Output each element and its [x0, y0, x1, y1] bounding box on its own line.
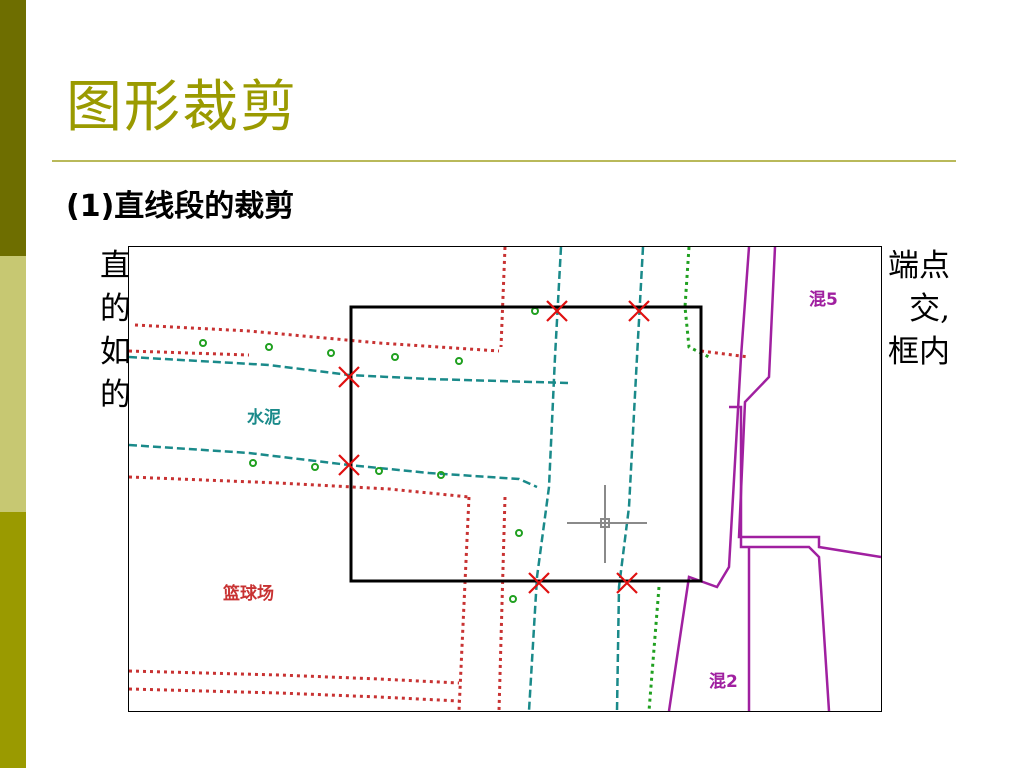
red-line-top-2	[129, 349, 250, 357]
green-line-1	[683, 247, 710, 359]
red-boundary-lines	[129, 247, 750, 711]
red-line-vertical-c	[497, 496, 507, 711]
purple-building-2	[737, 247, 881, 559]
teal-road-vertical-2	[615, 247, 645, 711]
tree-icon	[437, 471, 445, 479]
red-line-top	[134, 323, 500, 353]
body-fragment: 的	[100, 291, 131, 327]
tree-icon	[311, 463, 319, 471]
tree-icon	[509, 595, 517, 603]
tree-icon	[199, 339, 207, 347]
red-line-vertical-a	[499, 247, 507, 348]
map-label-cement: 水泥	[247, 407, 281, 428]
tree-icon	[531, 307, 539, 315]
tree-icon	[375, 467, 383, 475]
green-line-2	[647, 586, 661, 711]
tree-icon	[391, 353, 399, 361]
intersection-mark-left-2-icon	[338, 454, 360, 476]
crosshair-cursor-icon	[567, 485, 647, 563]
tree-icon	[455, 357, 463, 365]
sidebar-band-bottom	[0, 512, 26, 768]
intersection-mark-left-1-icon	[338, 366, 360, 388]
tree-icon	[515, 529, 523, 537]
clip-window	[349, 305, 703, 583]
intersection-mark-top-1-icon	[546, 300, 568, 322]
sidebar-band-middle	[0, 256, 26, 512]
body-fragment: 直	[100, 248, 131, 284]
map-label-basketball-court: 篮球场	[222, 583, 274, 604]
tree-icon	[249, 459, 257, 467]
tree-icon	[265, 343, 273, 351]
slide-title: 图形裁剪	[66, 75, 298, 140]
body-paragraph: 直 端点 的 交, 如 框内 的	[100, 245, 950, 417]
body-line-1: 直 端点	[100, 245, 950, 288]
teal-road-vertical-1	[527, 247, 563, 711]
red-line-right	[700, 349, 750, 359]
teal-road-upper	[129, 355, 570, 385]
intersection-mark-bottom-1-icon	[528, 572, 550, 594]
teal-road-lines	[129, 247, 645, 711]
body-fragment: 端点	[888, 248, 950, 284]
red-line-vertical-b	[457, 496, 471, 711]
teal-road-lower	[129, 443, 538, 489]
body-line-3: 如 框内	[100, 331, 950, 374]
map-label-mix5: 混5	[809, 290, 838, 310]
purple-buildings	[667, 247, 881, 711]
body-line-2: 的 交,	[100, 288, 950, 331]
tree-icon	[327, 349, 335, 357]
red-line-bottom	[129, 669, 460, 685]
intersection-mark-bottom-2-icon	[616, 572, 638, 594]
body-fragment: 如	[100, 334, 131, 370]
purple-building-3	[729, 405, 831, 711]
purple-building-1	[667, 247, 751, 711]
red-line-mid	[129, 475, 470, 499]
intersection-marks	[338, 300, 650, 594]
body-line-4: 的	[100, 374, 950, 417]
body-fragment: 框内	[888, 334, 950, 370]
body-fragment: 的	[100, 377, 131, 413]
green-lines	[647, 247, 710, 711]
intersection-mark-top-2-icon	[628, 300, 650, 322]
sidebar-band-top	[0, 0, 26, 256]
section-subtitle: (1)直线段的裁剪	[66, 189, 295, 224]
clipping-map-figure: 水泥 篮球场 混5 混2	[128, 246, 882, 712]
map-label-mix2: 混2	[709, 672, 738, 692]
tree-symbols	[199, 307, 539, 603]
red-line-bottom-2	[129, 687, 460, 703]
title-divider	[52, 160, 956, 162]
map-canvas: 水泥 篮球场 混5 混2	[129, 247, 881, 711]
body-fragment: 交,	[909, 291, 950, 327]
